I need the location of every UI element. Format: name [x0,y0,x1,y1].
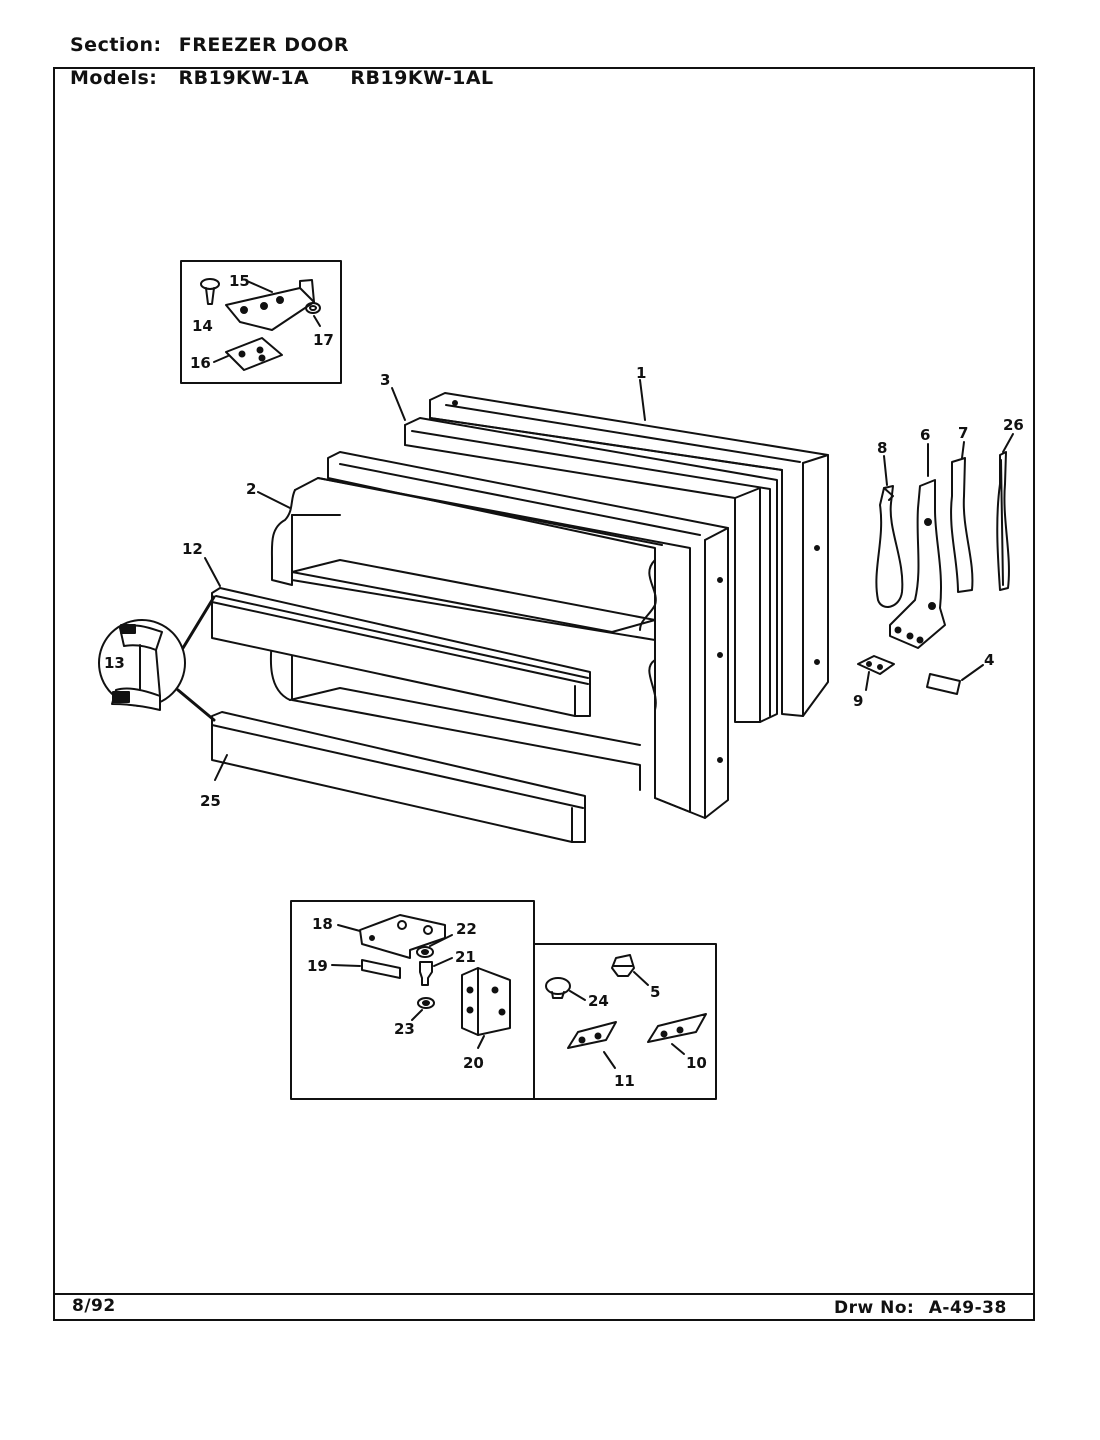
callout-4: 4 [984,651,994,669]
leader-18 [337,924,361,932]
callout-2: 2 [246,480,256,498]
callout-11: 11 [614,1072,635,1090]
leader-20 [477,1035,485,1049]
leader-16 [213,355,229,363]
callout-24: 24 [588,992,609,1010]
leader-12 [204,557,221,587]
callout-6: 6 [920,426,930,444]
part-7-stop-cover [950,457,974,593]
part-13-detail-view [98,595,216,722]
callout-23: 23 [394,1020,415,1038]
part-14-screw [200,278,220,305]
leader-5 [633,971,649,986]
drawing-label: Drw No: [834,1298,915,1318]
callout-3: 3 [380,371,390,389]
part-4-stop-pad [926,673,961,695]
section-value: FREEZER DOOR [178,34,350,56]
leader-2 [257,491,291,509]
part-12-door-rail [211,587,591,717]
footer-divider [53,1293,1035,1295]
leader-3 [391,387,406,421]
callout-26: 26 [1003,416,1024,434]
part-20-hinge-plate [461,967,511,1036]
part-15-top-hinge [225,279,315,331]
footer-date: 8/92 [72,1296,116,1316]
part-2-door-liner [269,451,729,819]
bottom-hinge-inset-box [290,900,535,1100]
callout-14: 14 [192,317,213,335]
part-6-stop-bracket [889,479,946,649]
leader-22 [429,934,453,947]
part-24-cap [545,977,571,999]
callout-8: 8 [877,439,887,457]
callout-5: 5 [650,983,660,1001]
leader-8 [883,455,888,486]
callout-15: 15 [229,272,250,290]
part-8-door-stop [875,485,904,608]
models-label: Models: [70,67,158,89]
callout-12: 12 [182,540,203,558]
callout-20: 20 [463,1054,484,1072]
callout-13: 13 [104,654,125,672]
part-16-shim [225,337,283,371]
part-23-washer [417,997,435,1009]
drawing-frame [53,67,1035,1321]
callout-1: 1 [636,364,646,382]
models-header: Models: RB19KW-1A RB19KW-1AL [70,67,494,89]
part-17-washer [305,302,321,314]
part-21-pin [419,961,433,986]
part-26-wire-stop [996,451,1010,591]
leader-1 [639,379,646,421]
part-22-washer [416,946,434,958]
part-5-plug [611,954,635,977]
section-label: Section: [70,34,162,56]
callout-22: 22 [456,920,477,938]
leader-4 [961,664,984,681]
leader-17 [313,315,321,327]
part-1-door-outer-panel [429,392,829,717]
callout-7: 7 [958,424,968,442]
part-3-door-gasket [404,417,778,723]
small-parts-inset-box [533,943,717,1100]
drawing-number: A-49-38 [928,1298,1007,1318]
callout-9: 9 [853,692,863,710]
top-hinge-inset-box [180,260,342,384]
callout-25: 25 [200,792,221,810]
model-2: RB19KW-1AL [350,67,494,89]
leader-21 [433,957,453,967]
leader-26 [1002,433,1014,453]
leader-11 [603,1051,616,1069]
footer-drawing-number: Drw No: A-49-38 [834,1298,1007,1318]
leader-23 [411,1009,423,1021]
callout-18: 18 [312,915,333,933]
leader-15 [246,280,273,293]
leader-10 [671,1043,685,1055]
callout-21: 21 [455,948,476,966]
part-11-clip [567,1021,617,1049]
callout-16: 16 [190,354,211,372]
leader-24 [569,990,586,1001]
callout-17: 17 [313,331,334,349]
part-10-clip [647,1013,707,1043]
leader-9 [865,671,870,691]
model-1: RB19KW-1A [178,67,310,89]
part-25-bottom-rail [211,711,586,843]
part-18-bottom-hinge [359,914,446,959]
leader-7 [961,441,965,459]
section-header: Section: FREEZER DOOR [70,34,349,56]
callout-19: 19 [307,957,328,975]
leader-19 [331,964,361,967]
part-9-plate [857,655,895,675]
part-19-shim [361,959,401,979]
leader-25 [214,754,228,781]
callout-10: 10 [686,1054,707,1072]
